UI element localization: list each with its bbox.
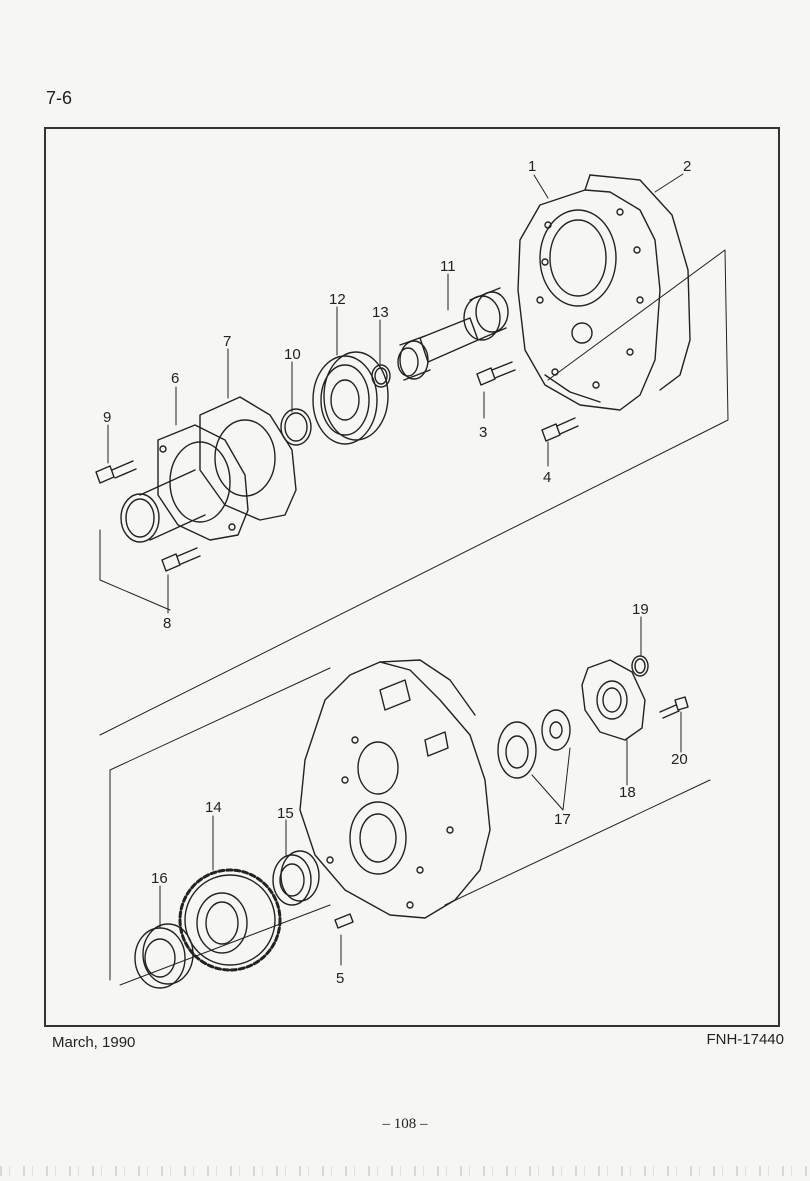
- callout-7: 7: [223, 333, 231, 350]
- part-bearing-16: [134, 923, 194, 989]
- callout-17: 17: [554, 811, 571, 828]
- callout-20: 20: [671, 751, 688, 768]
- part-bolt-20: [659, 696, 689, 719]
- callout-18: 18: [619, 784, 636, 801]
- callout-4: 4: [543, 469, 551, 486]
- callout-15: 15: [277, 805, 294, 822]
- callout-5: 5: [336, 970, 344, 987]
- part-gear-housing: [299, 659, 491, 919]
- part-gasket: [199, 396, 297, 521]
- callout-6: 6: [171, 370, 179, 387]
- part-pump-gears: [497, 709, 571, 779]
- part-bolt-8: [161, 547, 201, 572]
- page-number: – 108 –: [382, 1116, 428, 1132]
- part-seal-ring: [280, 408, 312, 446]
- part-spur-gear: [178, 868, 282, 972]
- callout-8: 8: [163, 615, 171, 632]
- part-gear-case-cover: [517, 174, 691, 411]
- callout-1: 1: [528, 158, 536, 175]
- section-number: 7-6: [46, 88, 73, 108]
- part-bolt-9: [95, 460, 137, 484]
- leader-lines: [107, 173, 684, 966]
- part-input-shaft: [397, 287, 509, 381]
- upper-assembly-outline: [99, 249, 729, 736]
- part-dowel-pin: [334, 913, 354, 929]
- part-bearing-15: [272, 850, 320, 906]
- footer-date: March, 1990: [52, 1034, 136, 1051]
- part-ball-bearing-large: [312, 351, 389, 445]
- callout-12: 12: [329, 291, 346, 308]
- callout-16: 16: [151, 870, 168, 887]
- callout-11: 11: [440, 258, 456, 275]
- part-bolt-4: [541, 417, 579, 442]
- callout-19: 19: [632, 601, 649, 618]
- diagram-frame: [44, 127, 780, 1027]
- callout-labels: 1 2 3 4 5 6 7 8 9 10 11 12 13 14 15 16 1…: [103, 158, 691, 987]
- lower-assembly-outline: [109, 667, 711, 986]
- part-pump-cover: [581, 659, 646, 741]
- part-washer-19: [631, 655, 649, 677]
- callout-3: 3: [479, 424, 487, 441]
- callout-14: 14: [205, 799, 222, 816]
- callout-2: 2: [683, 158, 691, 175]
- footer-code: FNH-17440: [706, 1031, 784, 1048]
- part-retainer-housing: [120, 424, 249, 543]
- callout-13: 13: [372, 304, 389, 321]
- callout-9: 9: [103, 409, 111, 426]
- part-bolt-3: [476, 361, 516, 386]
- scan-artifact: [0, 1166, 810, 1176]
- callout-10: 10: [284, 346, 301, 363]
